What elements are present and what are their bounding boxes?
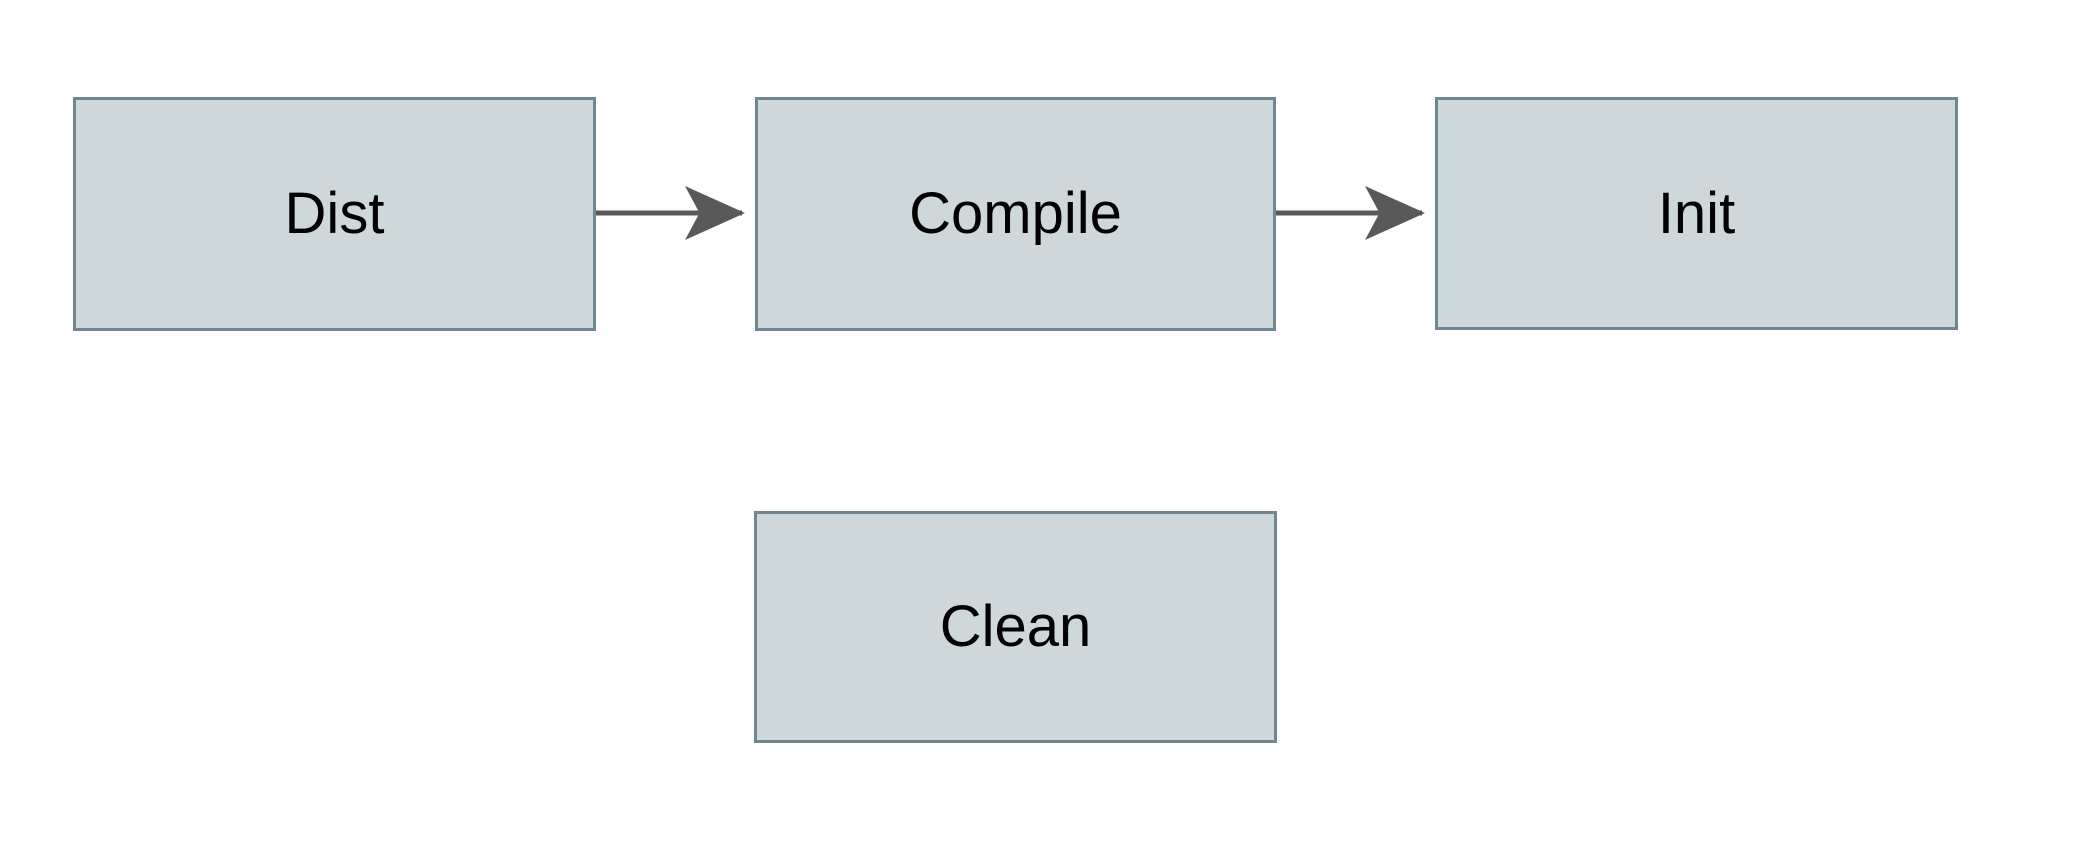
node-label-clean: Clean	[939, 594, 1092, 659]
node-init[interactable]: Init	[1435, 97, 1958, 330]
node-clean[interactable]: Clean	[754, 511, 1277, 743]
node-label-dist: Dist	[284, 181, 385, 246]
node-dist[interactable]: Dist	[73, 97, 596, 331]
node-compile[interactable]: Compile	[755, 97, 1276, 331]
node-label-compile: Compile	[909, 181, 1122, 246]
node-label-init: Init	[1657, 180, 1736, 246]
